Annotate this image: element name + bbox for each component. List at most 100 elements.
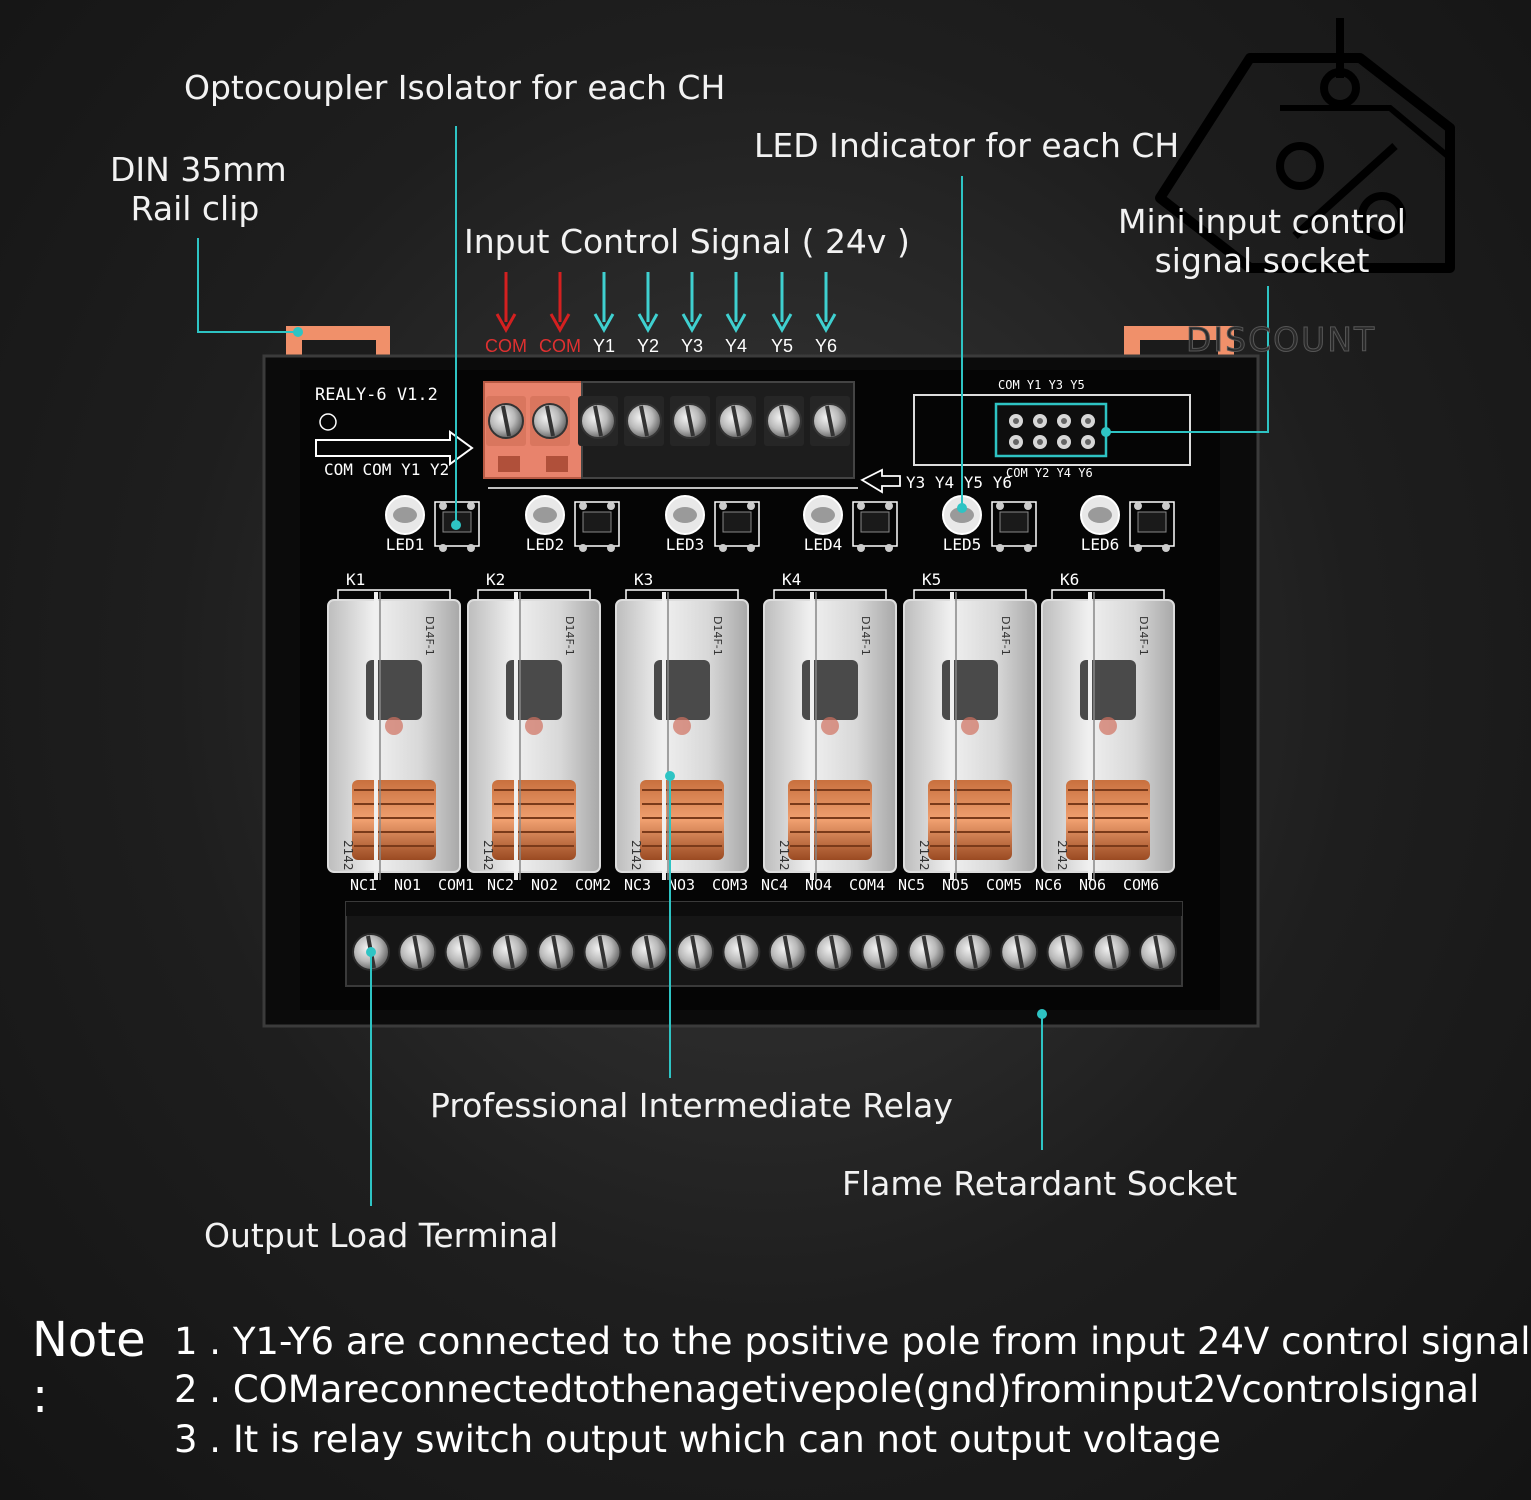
note-line-3: 3 . It is relay switch output which can … [174,1418,1221,1461]
optocoupler-pad [579,502,587,510]
relay-label-3: K3 [634,570,653,589]
note-line-1: 1 . Y1-Y6 are connected to the positive … [174,1320,1531,1363]
screw-slot [825,405,835,437]
signal-arrow-head [725,313,747,334]
optocoupler-pad [996,502,1004,510]
optocoupler-chip [1137,511,1167,533]
output-label-com1: COM1 [438,876,474,894]
optocoupler-pad [747,544,755,552]
relay-coil [492,780,576,860]
relay-print-code: 2142 [917,840,931,871]
screw-slot [829,935,839,969]
optocoupler-pad [857,544,865,552]
socket-pin-hole [1013,418,1019,424]
optocoupler-pad [1162,544,1170,552]
callout-mini-socket: Mini input control signal socket [1112,202,1412,280]
socket-pin-hole [1085,418,1091,424]
signal-arrow-head [681,313,703,334]
screw-slot [921,935,932,969]
callout-led-indicator: LED Indicator for each CH [754,126,1180,165]
relay-label-6: K6 [1060,570,1079,589]
signal-arrow-head [815,313,837,334]
optocoupler-pad [1024,544,1032,552]
output-label-com5: COM5 [986,876,1022,894]
callout-din-line2: Rail clip [130,189,260,228]
screw-slot [1106,935,1117,969]
board-model-label: REALY-6 V1.2 [315,385,438,405]
screw-slot [412,935,423,969]
relay-model-print: D14F-1 [859,616,872,656]
output-label-no2: NO2 [531,876,558,894]
screw-slot [782,935,793,969]
optocoupler-pad [579,544,587,552]
optocoupler-chip [582,511,612,533]
signal-arrow-head [637,313,659,334]
led-lens [533,507,557,523]
silk-arrow-right [315,430,474,466]
output-label-com2: COM2 [575,876,611,894]
socket-pin-hole [1085,439,1091,445]
optocoupler-pad [1134,544,1142,552]
socket-pin-hole [1037,439,1043,445]
output-label-nc5: NC5 [898,876,925,894]
led-label-4: LED4 [804,535,843,554]
output-label-no6: NO6 [1079,876,1106,894]
relay-print-code: 2142 [777,840,791,871]
relay-status-led [385,717,403,735]
signal-arrow-head [593,313,615,334]
optocoupler-pad [885,502,893,510]
mini-socket-frame [913,394,1191,466]
relay-print-code: 2142 [341,840,355,871]
relay-coil [928,780,1012,860]
led-label-2: LED2 [526,535,565,554]
led-label-3: LED3 [666,535,705,554]
led-lens [950,507,974,523]
output-terminal-block [345,901,1183,987]
socket-pin-hole [1061,418,1067,424]
relay-board-diagram: REALY-6 V1.2 COM COM Y1 Y2 Y3 Y4 Y5 Y6 C… [197,126,1269,1206]
optocoupler-pad [885,544,893,552]
input-label-y4: Y4 [725,336,747,356]
screw-slot [551,935,562,969]
relay-status-led [673,717,691,735]
optocoupler-pad [439,544,447,552]
callout-flame-socket: Flame Retardant Socket [842,1164,1238,1203]
optocoupler-chip [722,511,752,533]
relay-status-led [1099,717,1117,735]
relay-model-print: D14F-1 [711,616,724,656]
output-label-no5: NO5 [942,876,969,894]
note-heading: Note : [32,1312,146,1424]
screw-slot [736,935,747,969]
signal-arrow-head [771,313,793,334]
screw-slot [875,935,886,969]
silk-right-inputs: Y3 Y4 Y5 Y6 [906,473,1012,492]
optocoupler-outline [991,501,1037,547]
relay-model-print: D14F-1 [1137,616,1150,656]
output-label-com3: COM3 [712,876,748,894]
relay-model-print: D14F-1 [999,616,1012,656]
callout-din-clip: DIN 35mm Rail clip [110,150,287,228]
note-line-2: 2 . COMareconnectedtothenagetivepole(gnd… [174,1368,1480,1411]
screw-slot [685,405,695,437]
optocoupler-outline [1129,501,1175,547]
screw-slot [545,405,555,437]
relay-status-led [961,717,979,735]
relay-status-led [821,717,839,735]
input-label-y2: Y2 [637,336,659,356]
screw-slot [690,935,701,969]
optocoupler-pad [439,502,447,510]
optocoupler-pad [719,544,727,552]
input-label-com: COM [539,336,581,356]
output-label-nc1: NC1 [350,876,377,894]
screw-slot [779,405,789,437]
input-label-com: COM [485,336,527,356]
output-label-nc4: NC4 [761,876,788,894]
callout-leaders [197,126,1269,1206]
discount-tag-icon [1155,18,1455,273]
led-label-5: LED5 [943,535,982,554]
screw-slot [967,935,978,969]
screw-slot [504,935,515,969]
screw-slot [1014,935,1025,969]
output-label-no1: NO1 [394,876,421,894]
relay-model-print: D14F-1 [563,616,576,656]
